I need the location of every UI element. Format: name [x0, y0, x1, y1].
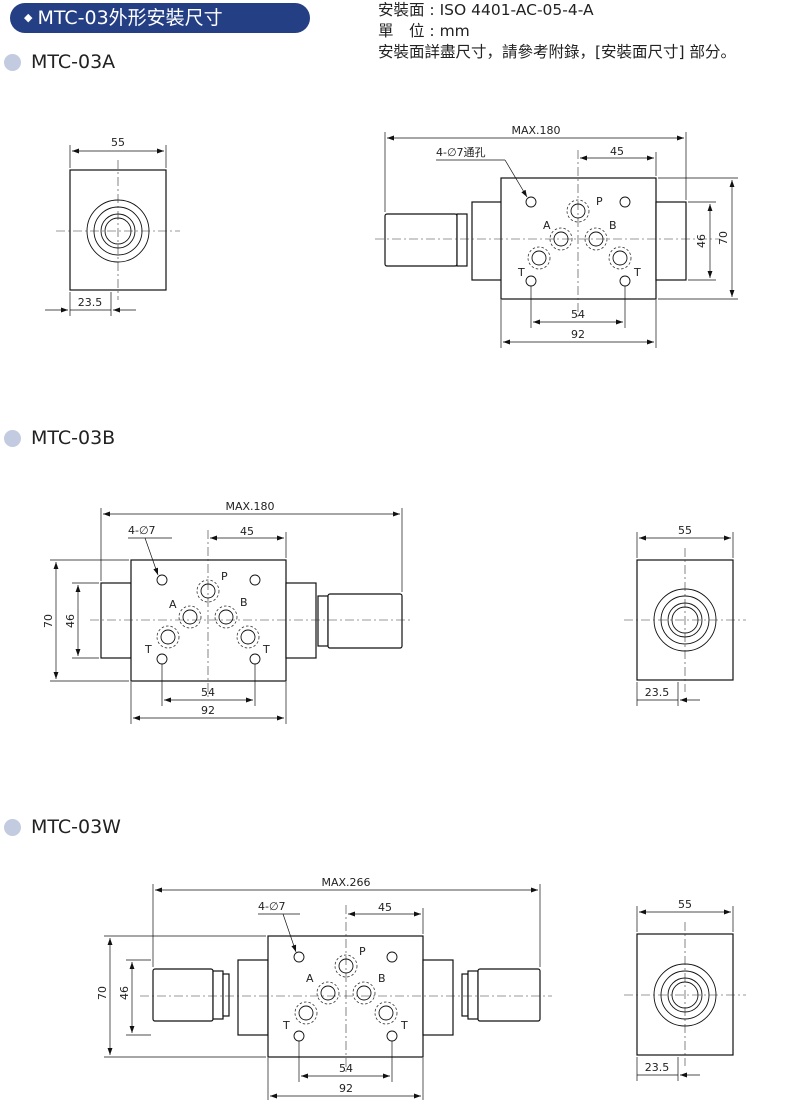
- port-p-label: P: [596, 195, 603, 208]
- front-view-03b: P A B T T MAX.180 4-∅7 45 70 46 54 9: [42, 500, 412, 724]
- bullet-dot-icon: [4, 818, 21, 836]
- side-view-03b: 55 23.5: [624, 524, 746, 706]
- port-p-label: P: [359, 945, 366, 958]
- section-heading-mtc-03b: MTC-03B: [4, 426, 115, 450]
- port-t-label: T: [282, 1019, 290, 1032]
- dim-width-03b: 55: [678, 524, 692, 537]
- port-a-label: A: [543, 219, 551, 232]
- section-label: MTC-03B: [31, 427, 116, 449]
- dim-offset-03b: 23.5: [645, 686, 670, 699]
- dim-70: 70: [717, 231, 730, 245]
- section-heading-mtc-03a: MTC-03A: [4, 50, 115, 74]
- dim-70: 70: [96, 986, 109, 1000]
- spec-note: 安裝面詳盡尺寸，請參考附錄，[安裝面尺寸] 部分。: [378, 43, 737, 61]
- port-t-label: T: [144, 643, 152, 656]
- port-a-label: A: [169, 598, 177, 611]
- dim-92: 92: [571, 328, 585, 341]
- diamond-icon: ◆: [24, 11, 33, 24]
- port-b-label: B: [240, 596, 248, 609]
- dim-92: 92: [201, 704, 215, 717]
- port-p-label: P: [221, 570, 228, 583]
- dim-max-length: MAX.266: [321, 876, 370, 889]
- dim-46: 46: [64, 614, 77, 628]
- page-title: ◆ MTC-03外形安裝尺寸: [10, 3, 310, 33]
- page-title-text: MTC-03外形安裝尺寸: [37, 7, 223, 29]
- dim-width-03a: 55: [111, 136, 125, 149]
- dim-holes: 4-∅7通孔: [436, 146, 486, 159]
- dim-max-length: MAX.180: [225, 500, 274, 513]
- port-t-label: T: [633, 266, 641, 279]
- dim-46: 46: [118, 986, 131, 1000]
- section-heading-mtc-03w: MTC-03W: [4, 815, 121, 839]
- dim-92: 92: [339, 1082, 353, 1095]
- side-view-03a: 55 23.5: [45, 136, 180, 316]
- port-b-label: B: [609, 219, 617, 232]
- port-t-label: T: [400, 1019, 408, 1032]
- spec-unit: 單 位 : mm: [378, 22, 470, 40]
- dim-45: 45: [378, 901, 392, 914]
- dim-54: 54: [571, 308, 585, 321]
- port-t-label: T: [517, 266, 525, 279]
- dim-offset-03w: 23.5: [645, 1061, 670, 1074]
- dim-max-length: MAX.180: [511, 124, 560, 137]
- section-label: MTC-03A: [31, 51, 116, 73]
- dim-holes: 4-∅7: [128, 524, 156, 537]
- section-label: MTC-03W: [31, 816, 121, 838]
- dim-70: 70: [42, 614, 55, 628]
- side-view-03w: 55 23.5: [624, 898, 746, 1081]
- spec-mounting-surface: 安裝面 : ISO 4401-AC-05-4-A: [378, 1, 594, 19]
- dim-45: 45: [240, 525, 254, 538]
- dim-54: 54: [339, 1062, 353, 1075]
- port-b-label: B: [378, 972, 386, 985]
- dim-offset-03a: 23.5: [78, 296, 103, 309]
- bullet-dot-icon: [4, 429, 21, 447]
- dim-holes: 4-∅7: [258, 900, 286, 913]
- port-t-label: T: [262, 643, 270, 656]
- port-a-label: A: [306, 972, 314, 985]
- dim-46: 46: [695, 234, 708, 248]
- front-view-03a: P A B T T MAX.180 4-∅7通孔 45 46 70 54: [375, 124, 738, 348]
- dim-width-03w: 55: [678, 898, 692, 911]
- dim-45: 45: [610, 145, 624, 158]
- bullet-dot-icon: [4, 53, 21, 71]
- dim-54: 54: [201, 686, 215, 699]
- front-view-03w: P A B T T MAX.266 4-∅7 45 70 46 54 9: [96, 876, 552, 1100]
